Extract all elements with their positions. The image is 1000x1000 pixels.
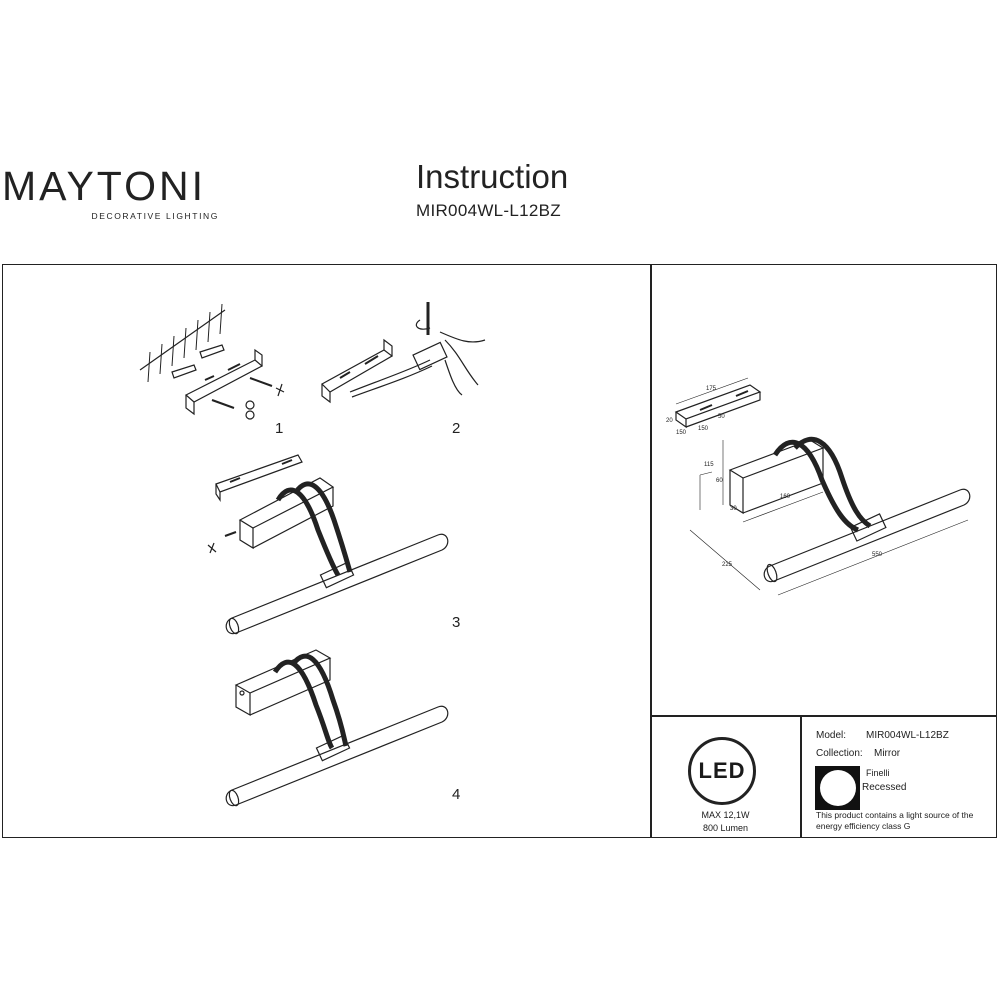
energy-note-line2: energy efficiency class G <box>816 821 911 831</box>
energy-note-line1: This product contains a light source of … <box>816 810 974 820</box>
step4-drawing <box>225 649 449 807</box>
dim-label: 160 <box>780 494 791 500</box>
finish-value: Finelli <box>866 768 890 778</box>
brand-tagline: DECORATIVE LIGHTING <box>91 211 219 221</box>
model-code: MIR004WL-L12BZ <box>416 201 561 220</box>
collection-value: Mirror <box>874 748 901 759</box>
recessed-icon <box>815 766 860 810</box>
brand-logo: MAYTONI DECORATIVE LIGHTING <box>0 163 225 222</box>
dim-label: 150 <box>676 430 687 436</box>
dim-label: 115 <box>704 462 714 468</box>
led-icon: LED <box>688 737 756 805</box>
frame-divider-info <box>800 715 802 838</box>
dim-label: 150 <box>698 426 709 432</box>
step-number-4: 4 <box>452 786 461 803</box>
led-lumen: 800 Lumen <box>702 823 749 833</box>
dim-label: 550 <box>872 552 883 558</box>
dimension-drawing <box>674 377 971 596</box>
dim-label: 225 <box>722 562 733 568</box>
dim-label: 20 <box>666 418 673 424</box>
dim-label: 175 <box>706 386 717 392</box>
led-power: MAX 12,1W <box>701 810 750 820</box>
step-number-2: 2 <box>452 420 461 437</box>
model-value: MIR004WL-L12BZ <box>866 730 949 741</box>
step1-drawing <box>139 303 285 420</box>
step-number-1: 1 <box>275 420 284 437</box>
frame-divider-horizontal <box>650 715 997 717</box>
collection-label: Collection: <box>816 748 863 759</box>
frame-divider-vertical <box>650 264 652 838</box>
page-title: Instruction <box>416 158 569 195</box>
dim-label: 50 <box>718 414 725 420</box>
dim-label: 30 <box>730 506 737 512</box>
step-number-3: 3 <box>452 614 461 631</box>
dim-label: 60 <box>716 478 723 484</box>
mount-value: Recessed <box>862 782 907 793</box>
model-label: Model: <box>816 730 847 741</box>
step3-drawing <box>207 454 449 635</box>
brand-name: MAYTONI <box>2 163 206 209</box>
step2-drawing <box>321 302 486 404</box>
led-badge: LED MAX 12,1W 800 Lumen <box>651 716 800 837</box>
instruction-frame <box>2 264 997 838</box>
led-label: LED <box>698 758 746 783</box>
